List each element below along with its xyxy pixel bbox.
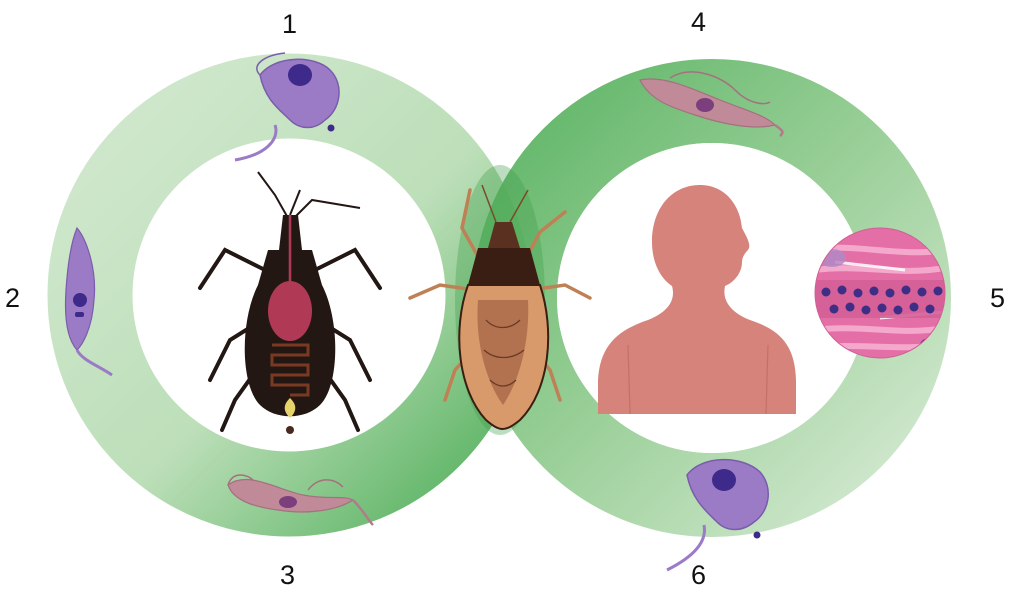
stage-label-4: 4 <box>691 9 706 36</box>
stage-label-6: 6 <box>691 562 706 589</box>
stage-label-3: 3 <box>280 562 295 589</box>
stage-label-1: 1 <box>282 11 297 38</box>
stage-label-5: 5 <box>990 285 1005 312</box>
stage-label-2: 2 <box>5 285 20 312</box>
muscle-tissue-icon <box>815 228 945 358</box>
